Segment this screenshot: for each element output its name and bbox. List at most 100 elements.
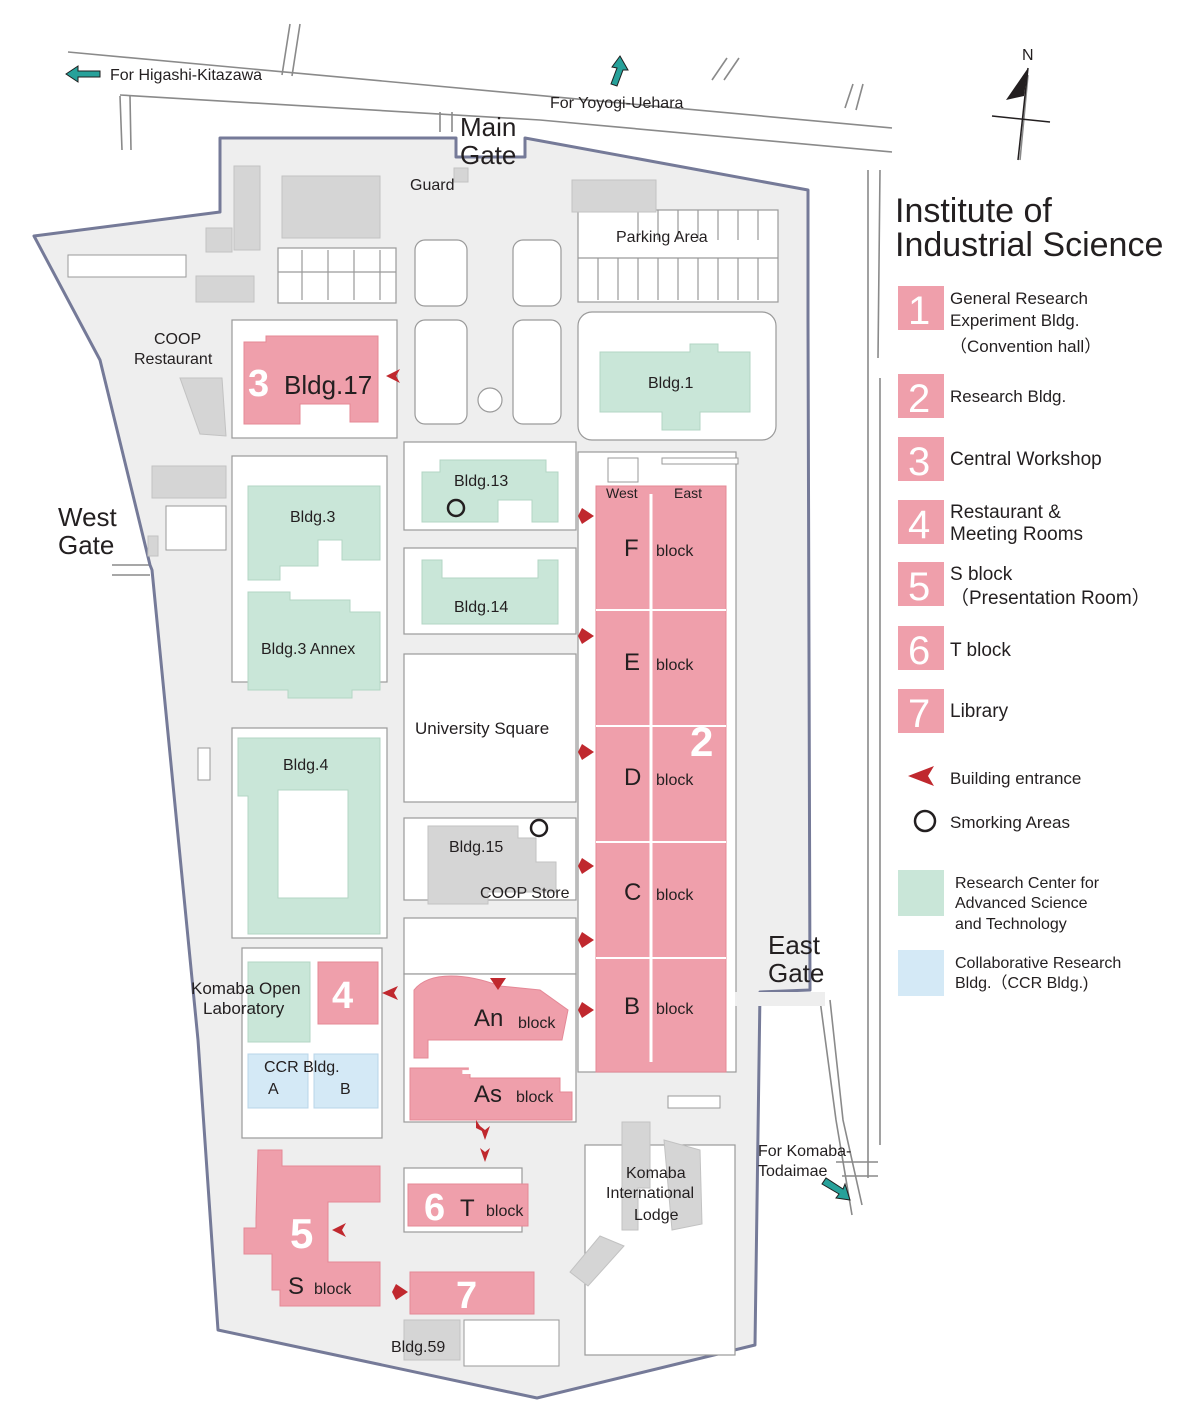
map-number-6: 6 (424, 1187, 445, 1229)
ccr-a-label: A (268, 1081, 279, 1098)
legend-green-1: Research Center for (955, 875, 1100, 892)
legend-item-3: 3 Central Workshop (898, 437, 1102, 484)
komaba-open-lab-2: Laboratory (203, 999, 285, 1018)
block-f-letter: F (624, 535, 639, 562)
block-separators (596, 609, 726, 959)
bldg14-label: Bldg.14 (454, 599, 508, 616)
east-side-label: East (674, 485, 702, 501)
ccr-b-label: B (340, 1081, 351, 1098)
legend-1-line3: （Convention hall） (950, 337, 1101, 356)
block-d-letter: D (624, 764, 641, 791)
block-e-word: block (656, 657, 694, 674)
north-label: N (1022, 47, 1034, 64)
convention-hall-1 (409, 975, 573, 1121)
direction-higashi: For Higashi-Kitazawa (110, 67, 262, 84)
east-gate-label-2: Gate (768, 958, 824, 988)
map-number-5: 5 (290, 1210, 313, 1257)
map-number-3: 3 (248, 363, 269, 405)
map-number-7: 7 (456, 1275, 477, 1317)
main-gate-label-2: Gate (460, 140, 516, 170)
north-arrow: N (991, 47, 1051, 161)
block-t-letter: T (460, 1195, 475, 1222)
map-number-1: 1 (460, 1041, 481, 1083)
smoking-areas (446, 498, 549, 838)
legend-num-7: 7 (908, 692, 930, 736)
legend-1-line1: General Research (950, 289, 1088, 308)
map-number-4: 4 (332, 975, 353, 1017)
block-c-word: block (656, 887, 694, 904)
direction-arrows (65, 55, 851, 1201)
direction-komaba-2: Todaimae (758, 1163, 827, 1180)
legend-entrance: Building entrance (950, 769, 1081, 788)
bldg-4 (237, 737, 381, 935)
legend-green-swatch (898, 870, 944, 916)
west-side-label: West (606, 485, 638, 501)
restaurant-4 (317, 961, 379, 1025)
bldg13-label: Bldg.13 (454, 473, 508, 490)
bldg3-label: Bldg.3 (290, 509, 335, 526)
block-s-word: block (314, 1281, 352, 1298)
block-s-letter: S (288, 1273, 304, 1300)
block-e-letter: E (624, 649, 640, 676)
legend-2-line1: Research Bldg. (950, 387, 1066, 406)
legend-4-line2: Meeting Rooms (950, 524, 1083, 545)
legend-item-1: 1 General Research Experiment Bldg. （Con… (898, 286, 1101, 356)
legend-item-7: 7 Library (898, 689, 1009, 736)
legend-blue-1: Collaborative Research (955, 955, 1121, 972)
ccr-building (247, 1053, 379, 1109)
bldg59-label: Bldg.59 (391, 1339, 445, 1356)
legend-num-5: 5 (908, 565, 930, 609)
block-f-word: block (656, 543, 694, 560)
east-gate-label-1: East (768, 930, 821, 960)
legend-entrance-icon (908, 766, 934, 786)
bldg-14 (421, 559, 559, 625)
west-gate-label-1: West (58, 502, 118, 532)
ccr-label: CCR Bldg. (264, 1059, 340, 1076)
komaba-open-lab (247, 961, 311, 1043)
plaza-islands (414, 239, 562, 425)
main-gate-label-1: Main (460, 112, 516, 142)
title-line-1: Institute of (895, 192, 1052, 230)
direction-yoyogi: For Yoyogi-Uehara (550, 95, 684, 112)
block-b-word: block (656, 1001, 694, 1018)
coop-restaurant-2: Restaurant (134, 351, 213, 368)
guard-label: Guard (410, 177, 454, 194)
bldg-13 (421, 459, 559, 523)
library-7 (409, 1271, 535, 1315)
komaba-open-lab-1: Komaba Open (191, 979, 301, 998)
bldg15-label: Bldg.15 (449, 839, 503, 856)
block-b-letter: B (624, 993, 640, 1020)
coop-store-label: COOP Store (480, 885, 570, 902)
legend-1-line2: Experiment Bldg. (950, 311, 1079, 330)
outside-streets (67, 23, 1029, 1216)
legend-green-2: Advanced Science (955, 895, 1088, 912)
title-line-2: Industrial Science (895, 226, 1163, 264)
other-buildings (67, 165, 739, 1367)
legend-3-line1: Central Workshop (950, 449, 1102, 470)
legend-num-6: 6 (908, 629, 930, 673)
bldg-3 (247, 485, 381, 581)
legend-item-2: 2 Research Bldg. (898, 374, 1066, 421)
legend: Institute of Industrial Science 1 Genera… (895, 192, 1163, 996)
block-an-letter: An (474, 1005, 503, 1032)
t-block-6 (407, 1183, 529, 1227)
bldg4-label: Bldg.4 (283, 757, 328, 774)
s-block-5 (243, 1149, 381, 1307)
block-d-word: block (656, 772, 694, 789)
legend-num-1: 1 (908, 289, 930, 333)
block-as-word: block (516, 1089, 554, 1106)
bldg-3-annex (247, 591, 381, 699)
direction-komaba-1: For Komaba- (758, 1143, 851, 1160)
bldg3annex-label: Bldg.3 Annex (261, 641, 355, 658)
coop-restaurant-1: COOP (154, 331, 201, 348)
west-gate-label-2: Gate (58, 530, 114, 560)
research-center-buildings (237, 343, 751, 1043)
block-as-letter: As (474, 1081, 502, 1108)
legend-smoking-icon (913, 809, 937, 833)
komaba-intl-1: Komaba (626, 1165, 686, 1182)
map-labels: For Higashi-Kitazawa For Yoyogi-Uehara F… (58, 67, 851, 1356)
block-c-letter: C (624, 879, 641, 906)
legend-6-line1: T block (950, 640, 1011, 661)
block-an-word: block (518, 1015, 556, 1032)
